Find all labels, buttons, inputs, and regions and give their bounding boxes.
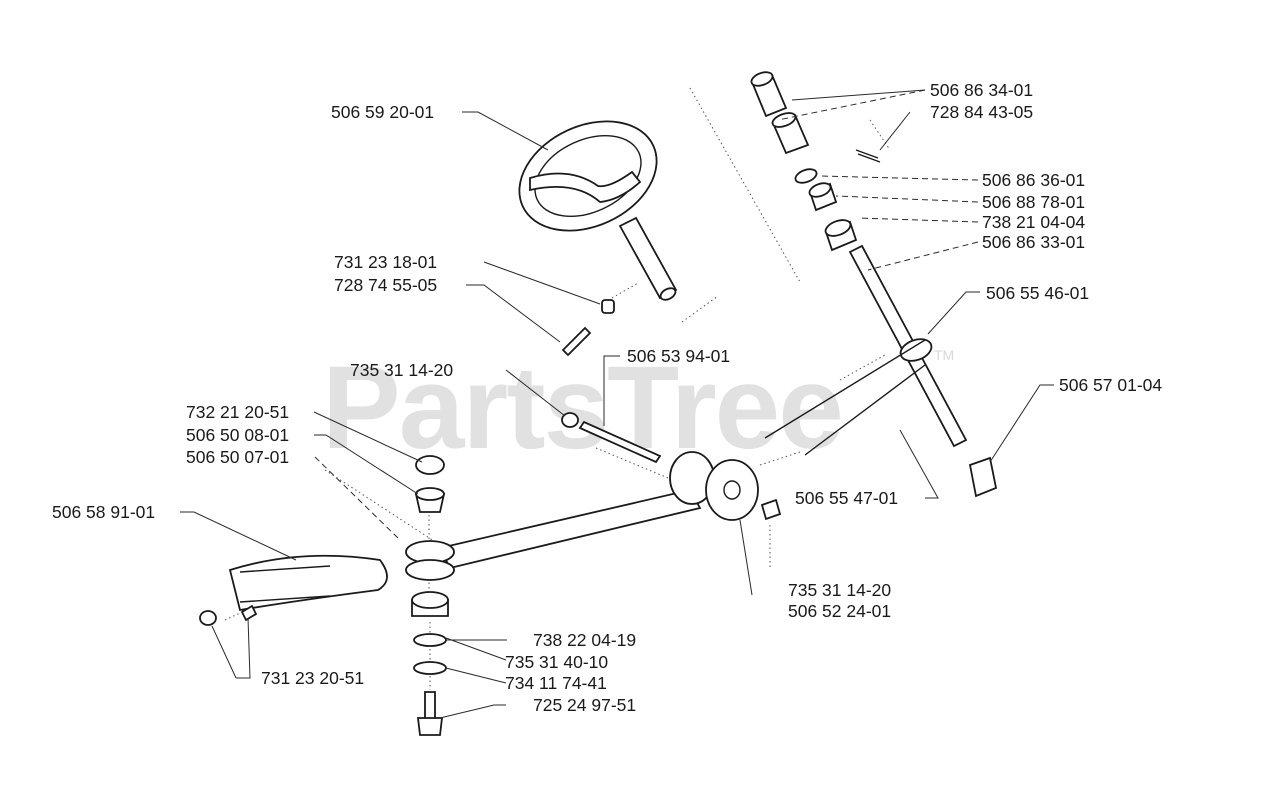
part-label: 506 53 94-01 bbox=[627, 346, 730, 366]
part-label: 506 52 24-01 bbox=[788, 601, 891, 621]
small-nut-drawing bbox=[601, 299, 615, 314]
part-label: 735 31 40-10 bbox=[505, 652, 608, 672]
part-label: 506 57 01-04 bbox=[1059, 375, 1162, 395]
part-label: 738 21 04-04 bbox=[982, 212, 1085, 232]
part-label: 728 84 43-05 bbox=[930, 102, 1033, 122]
part-label: 735 31 14-20 bbox=[350, 360, 453, 380]
part-label: 506 58 91-01 bbox=[52, 502, 155, 522]
tie-rod-drawing bbox=[199, 565, 331, 626]
part-label: 506 50 08-01 bbox=[186, 425, 289, 445]
rod-drawing bbox=[578, 420, 662, 464]
leader-lines bbox=[180, 89, 1054, 719]
pin-drawing bbox=[561, 326, 592, 357]
part-label: 506 88 78-01 bbox=[982, 192, 1085, 212]
watermark-trademark: TM bbox=[934, 347, 954, 363]
part-label: 738 22 04-19 bbox=[533, 630, 636, 650]
steering-wheel-drawing bbox=[518, 120, 678, 301]
column-parts-drawing bbox=[750, 71, 998, 498]
part-labels: 506 59 20-01 731 23 18-01 728 74 55-05 5… bbox=[52, 80, 1162, 715]
part-label: 506 59 20-01 bbox=[331, 102, 434, 122]
cable-drawing bbox=[764, 339, 926, 456]
part-label: 725 24 97-51 bbox=[533, 695, 636, 715]
part-label: 506 86 36-01 bbox=[982, 170, 1085, 190]
part-label: 506 86 34-01 bbox=[930, 80, 1033, 100]
bushing-stack-drawing bbox=[405, 455, 455, 736]
watermark-text: PartsTree bbox=[322, 342, 842, 474]
part-label: 506 55 47-01 bbox=[795, 488, 898, 508]
part-label: 728 74 55-05 bbox=[334, 275, 437, 295]
frame-drawing bbox=[228, 451, 782, 612]
part-label: 732 21 20-51 bbox=[186, 402, 289, 422]
alignment-guides bbox=[224, 87, 891, 690]
part-label: 731 23 20-51 bbox=[261, 668, 364, 688]
part-label: 735 31 14-20 bbox=[788, 580, 891, 600]
part-label: 506 55 46-01 bbox=[986, 283, 1089, 303]
part-label: 506 50 07-01 bbox=[186, 447, 289, 467]
part-label: 506 86 33-01 bbox=[982, 232, 1085, 252]
part-label: 731 23 18-01 bbox=[334, 252, 437, 272]
part-label: 734 11 74-41 bbox=[505, 673, 607, 693]
mid-nut-drawing bbox=[561, 412, 579, 428]
